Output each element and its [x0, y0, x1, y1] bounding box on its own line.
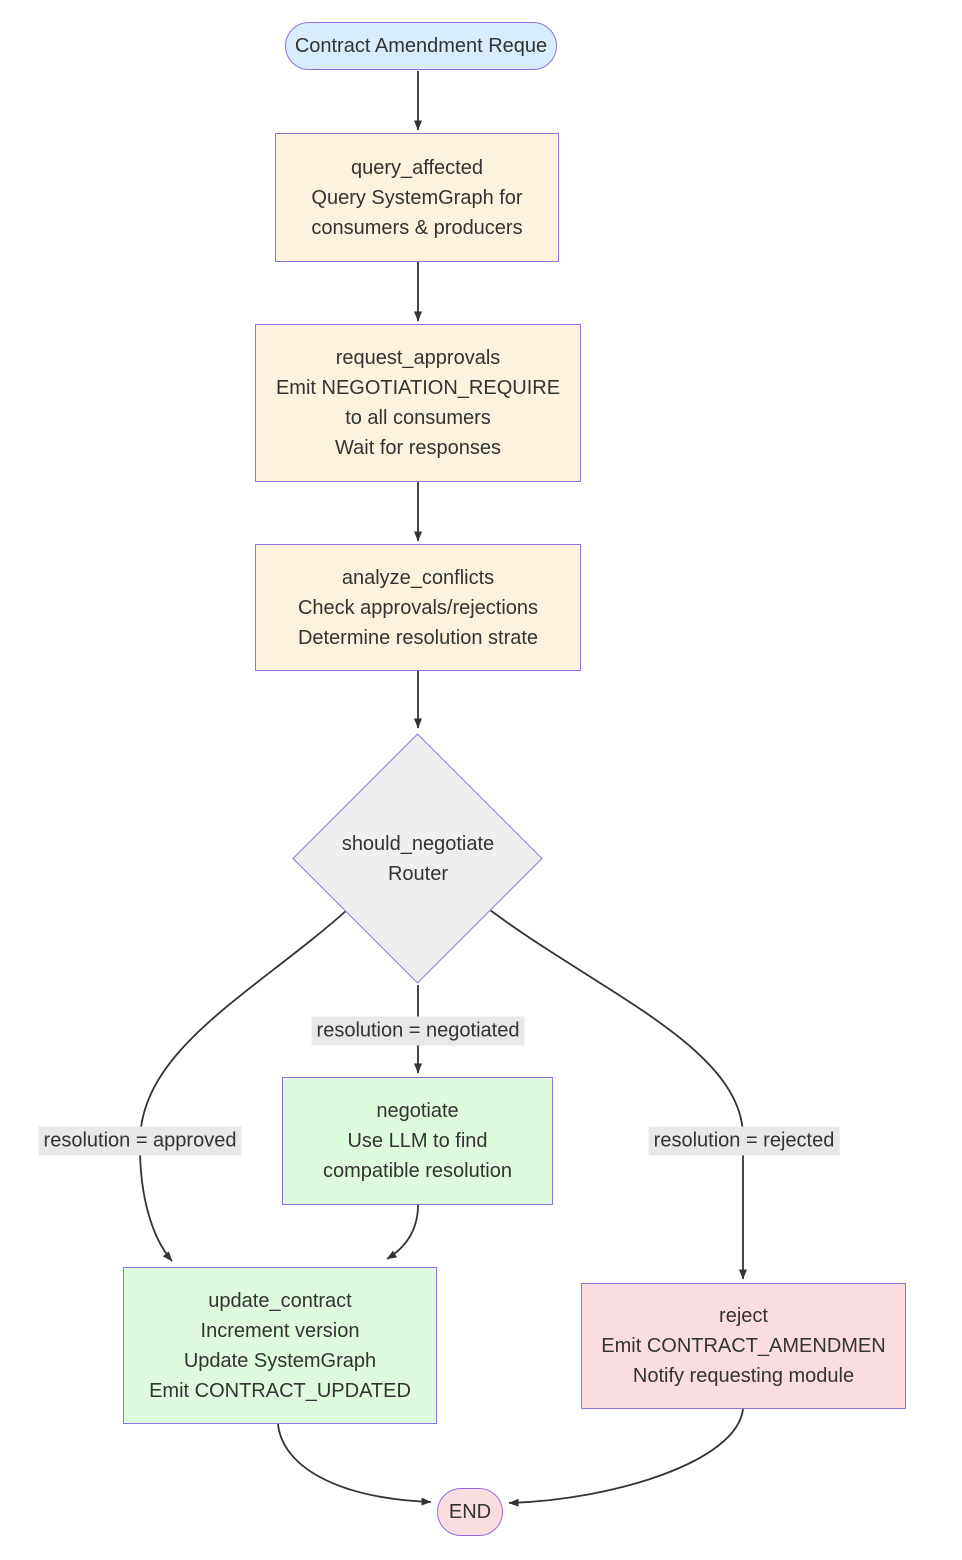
node-start-label: Contract Amendment Reque	[294, 35, 548, 57]
node-request-approvals: request_approvals Emit NEGOTIATION_REQUI…	[255, 324, 581, 482]
node-negotiate: negotiate Use LLM to find compatible res…	[282, 1077, 553, 1205]
node-line: consumers & producers	[311, 216, 523, 239]
node-line: query_affected	[351, 156, 483, 179]
edge-router-to-update	[139, 909, 348, 1262]
node-line: Router	[387, 863, 449, 885]
node-start: Contract Amendment Reque	[285, 22, 557, 70]
node-should-negotiate: should_negotiate Router	[293, 829, 543, 889]
edge-label-negotiated: resolution = negotiated	[311, 1016, 525, 1046]
node-line: Query SystemGraph for	[311, 186, 523, 209]
edge-router-to-reject	[489, 909, 747, 1280]
node-analyze-conflicts: analyze_conflicts Check approvals/reject…	[255, 544, 581, 671]
node-line: Increment version	[200, 1319, 360, 1342]
node-line: analyze_conflicts	[341, 566, 495, 589]
node-update-contract: update_contract Increment version Update…	[123, 1267, 437, 1424]
node-line: update_contract	[208, 1289, 352, 1312]
node-line: Update SystemGraph	[183, 1349, 377, 1372]
node-end: END	[437, 1488, 503, 1536]
node-line: compatible resolution	[323, 1160, 512, 1182]
edge-reject-to-end	[508, 1408, 744, 1507]
node-line: Check approvals/rejections	[297, 596, 539, 619]
node-line: negotiate	[376, 1100, 459, 1122]
node-line: Use LLM to find	[347, 1130, 488, 1152]
node-line: should_negotiate	[341, 833, 495, 855]
node-line: Emit NEGOTIATION_REQUIRE	[275, 377, 561, 399]
node-end-label: END	[448, 1501, 492, 1523]
edge-negotiate-to-update	[386, 1204, 419, 1260]
edge-update-to-end	[277, 1423, 432, 1506]
node-line: Wait for responses	[335, 437, 501, 459]
edge-label-rejected: resolution = rejected	[648, 1126, 840, 1156]
node-line: Emit CONTRACT_UPDATED	[149, 1379, 411, 1402]
node-line: request_approvals	[335, 347, 501, 369]
node-line: Determine resolution strate	[297, 626, 539, 649]
node-query-affected: query_affected Query SystemGraph for con…	[275, 133, 559, 262]
node-line: reject	[719, 1305, 768, 1327]
edge-label-approved: resolution = approved	[38, 1126, 242, 1156]
node-line: to all consumers	[345, 407, 491, 429]
node-line: Emit CONTRACT_AMENDMEN	[601, 1335, 886, 1357]
node-reject: reject Emit CONTRACT_AMENDMEN Notify req…	[581, 1283, 906, 1409]
node-line: Notify requesting module	[632, 1365, 855, 1387]
